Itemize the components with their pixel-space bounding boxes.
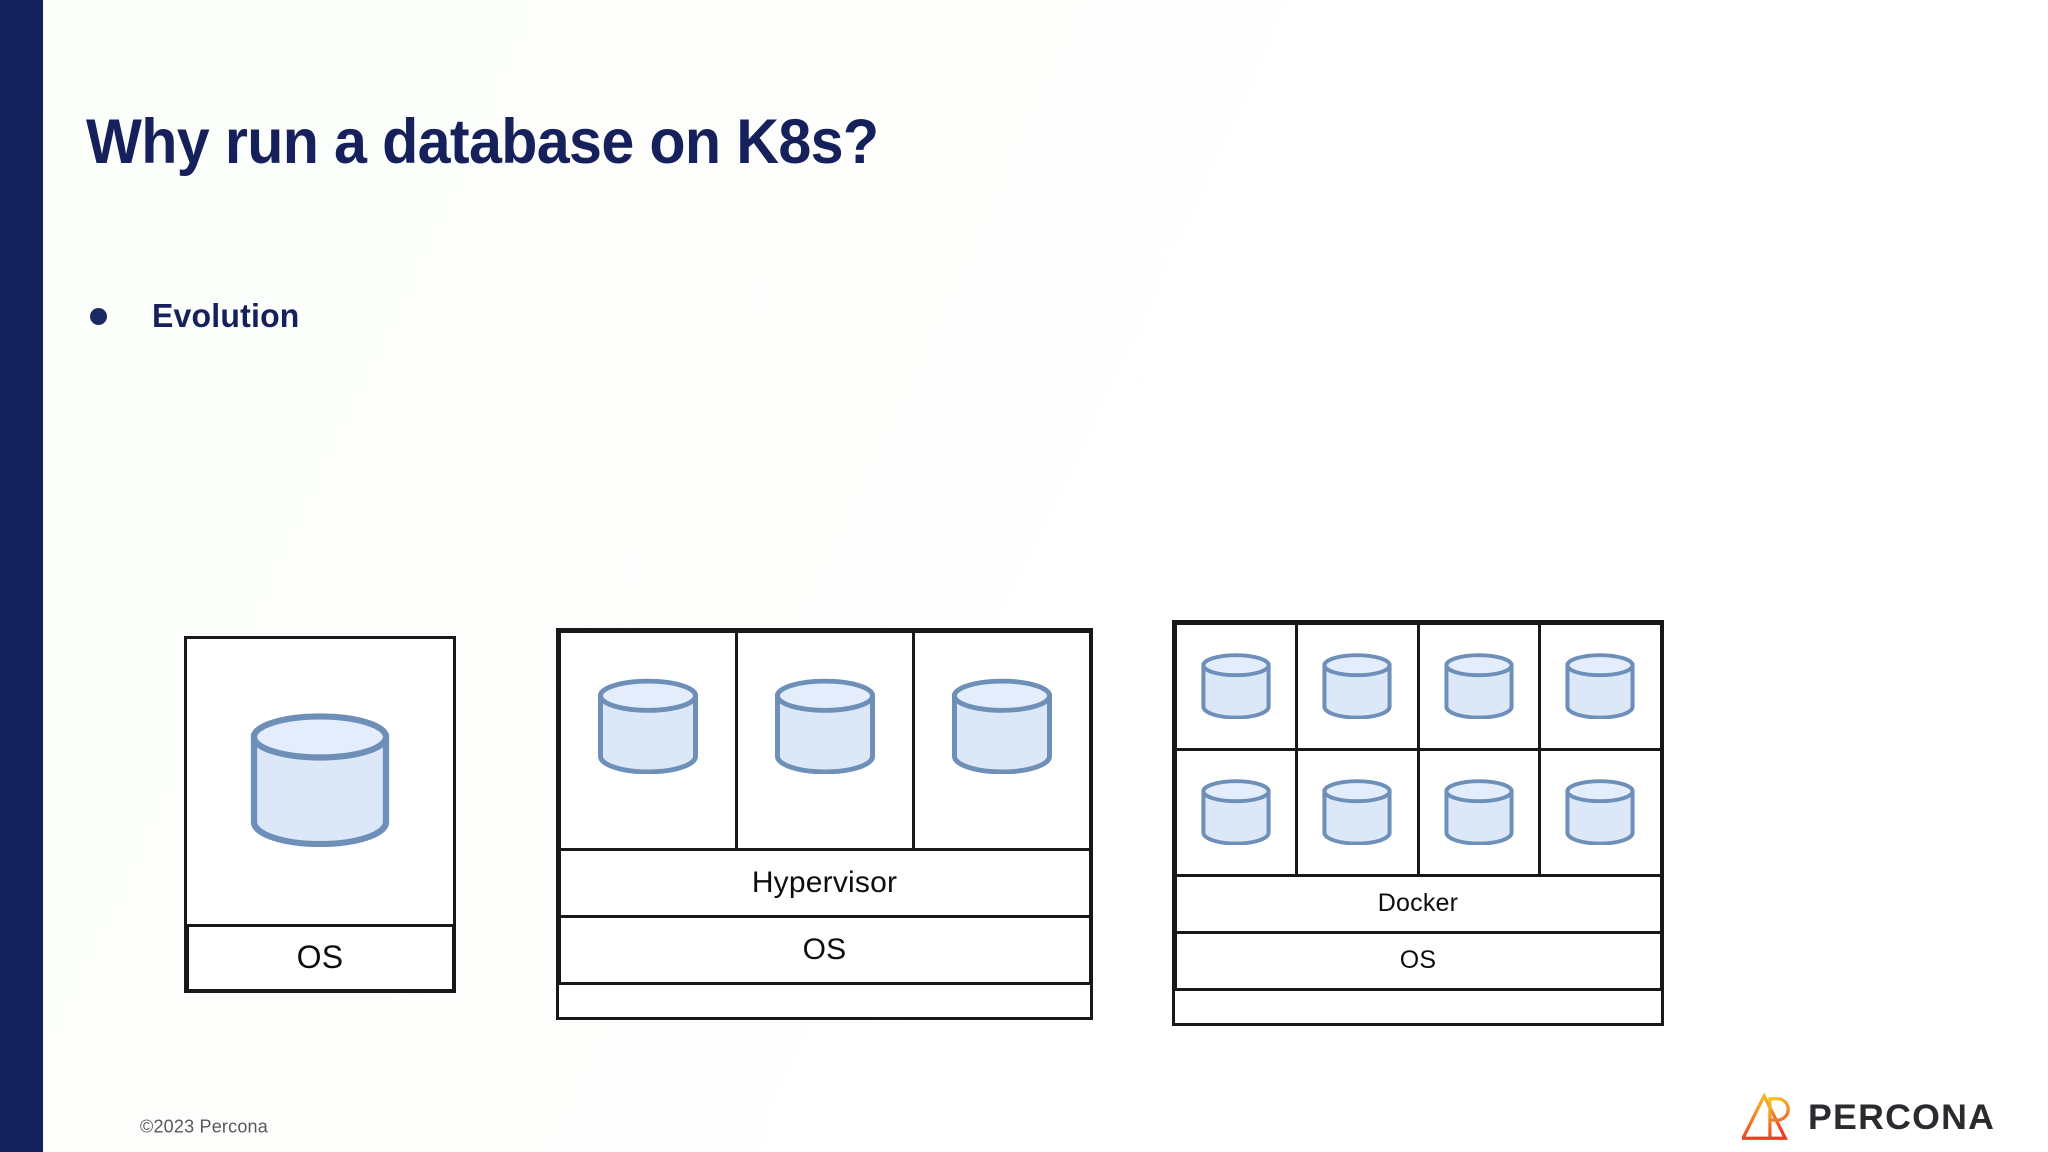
- container-cell: [1173, 621, 1298, 751]
- database-cylinder-icon: [245, 712, 395, 847]
- bullet-item-evolution: Evolution: [90, 297, 304, 335]
- vm-cell: [557, 629, 738, 851]
- container-cell: [1538, 747, 1663, 877]
- vm-row: [557, 629, 1092, 851]
- left-accent-bar: [0, 0, 43, 1152]
- bullet-label: Evolution: [152, 297, 300, 334]
- database-cylinder-icon: [1442, 779, 1516, 845]
- vm-cell: [911, 629, 1092, 851]
- database-cylinder-icon: [1320, 653, 1394, 719]
- page-title: Why run a database on K8s?: [86, 107, 879, 177]
- layer-docker: Docker: [1173, 873, 1663, 934]
- layer-hypervisor: Hypervisor: [557, 847, 1092, 918]
- layer-os: OS: [1173, 930, 1663, 991]
- database-cylinder-icon: [1199, 653, 1273, 719]
- bare-metal-database-area: [187, 639, 453, 925]
- database-cylinder-icon: [594, 678, 702, 774]
- bullet-dot-icon: [90, 307, 107, 325]
- database-cylinder-icon: [948, 678, 1056, 774]
- diagram-bare-metal: OS: [184, 636, 456, 993]
- layer-os: OS: [185, 923, 455, 992]
- database-cylinder-icon: [1442, 653, 1516, 719]
- container-row: [1173, 621, 1663, 751]
- container-cell: [1173, 747, 1298, 877]
- percona-wordmark: PERCONA: [1808, 1097, 1996, 1137]
- diagram-virtual-machines: Hypervisor OS: [556, 628, 1093, 1020]
- database-cylinder-icon: [1563, 779, 1637, 845]
- vm-cell: [734, 629, 915, 851]
- percona-triangle-logo-icon: [1740, 1092, 1794, 1141]
- database-cylinder-icon: [1199, 779, 1273, 845]
- container-cell: [1538, 621, 1663, 751]
- container-cell: [1295, 621, 1420, 751]
- diagram-containers: Docker OS: [1172, 620, 1664, 1026]
- percona-logo: PERCONA: [1740, 1092, 1994, 1141]
- container-cell: [1295, 747, 1420, 877]
- layer-os: OS: [557, 914, 1092, 985]
- copyright-text: ©2023 Percona: [140, 1116, 268, 1137]
- database-cylinder-icon: [1320, 779, 1394, 845]
- database-cylinder-icon: [1563, 653, 1637, 719]
- container-row: [1173, 747, 1663, 877]
- container-cell: [1416, 747, 1541, 877]
- database-cylinder-icon: [771, 678, 879, 774]
- container-cell: [1416, 621, 1541, 751]
